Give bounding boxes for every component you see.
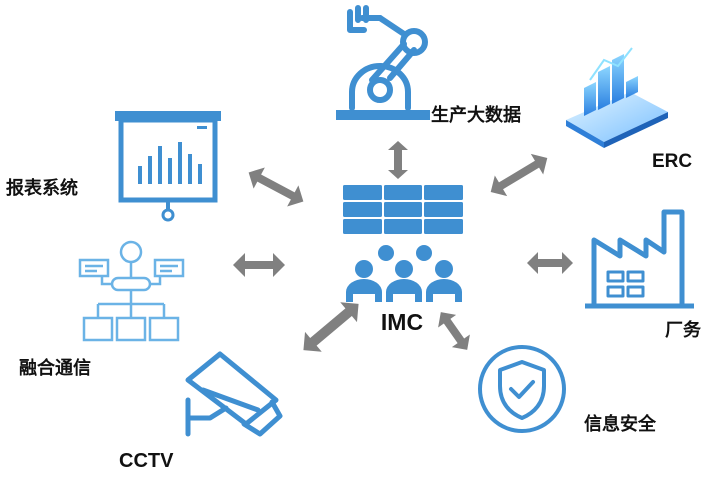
arrow-comms [233, 253, 285, 277]
factory-label: 厂务 [665, 319, 702, 341]
arrow-report [248, 167, 304, 207]
comms-label: 融合通信 [19, 357, 91, 379]
security-camera-icon [185, 351, 283, 437]
center-label: IMC [381, 309, 423, 335]
network-tree-icon [78, 240, 185, 342]
report-label: 报表系统 [6, 177, 78, 199]
arrow-factory [527, 252, 573, 274]
factory-icon [585, 209, 694, 309]
arrow-security [438, 312, 470, 350]
connector-arrows [233, 141, 573, 352]
presentation-board-icon [115, 111, 221, 222]
robot-arm-icon [336, 5, 430, 120]
bigdata-label: 生产大数据 [431, 104, 521, 126]
video-wall-people-icon [343, 185, 463, 302]
arrow-bigdata [388, 141, 408, 179]
shield-check-icon [478, 345, 566, 433]
arrow-cctv [303, 302, 359, 352]
arrow-erc [490, 153, 548, 197]
cctv-label: CCTV [119, 450, 174, 472]
security-label: 信息安全 [584, 413, 657, 435]
isometric-chart-icon [566, 47, 668, 148]
erc-label: ERC [652, 151, 692, 172]
